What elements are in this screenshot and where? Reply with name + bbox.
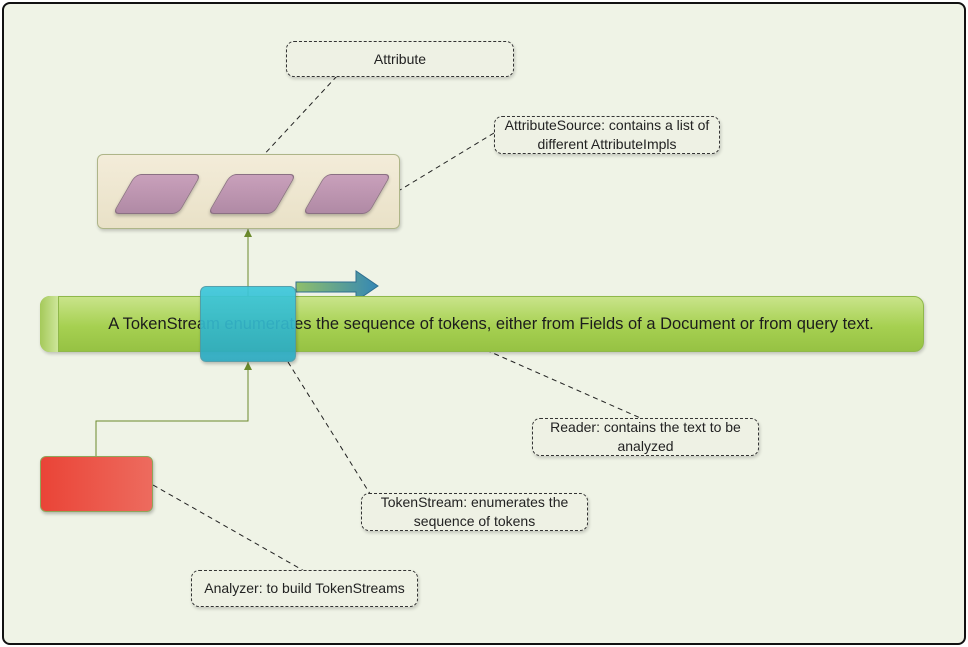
attribute-impl-shape [112,174,202,214]
attribute-impl-shape [207,174,297,214]
banner-text: A TokenStream enumerates the sequence of… [108,314,874,333]
attribute-impl-shape [302,174,392,214]
analyzer-callout: Analyzer: to build TokenStreams [191,570,418,607]
banner-scroll-curl [40,296,59,352]
attribute-callout: Attribute [286,41,514,77]
token-stream-shape [200,286,296,362]
token-stream-callout: TokenStream: enumerates the sequence of … [361,493,588,531]
analyzer-shape [40,456,153,512]
attribute-source-callout: AttributeSource: contains a list of diff… [494,116,720,154]
reader-callout: Reader: contains the text to be analyzed [532,418,759,456]
attribute-source-box [97,154,400,229]
token-stream-banner [40,296,924,352]
